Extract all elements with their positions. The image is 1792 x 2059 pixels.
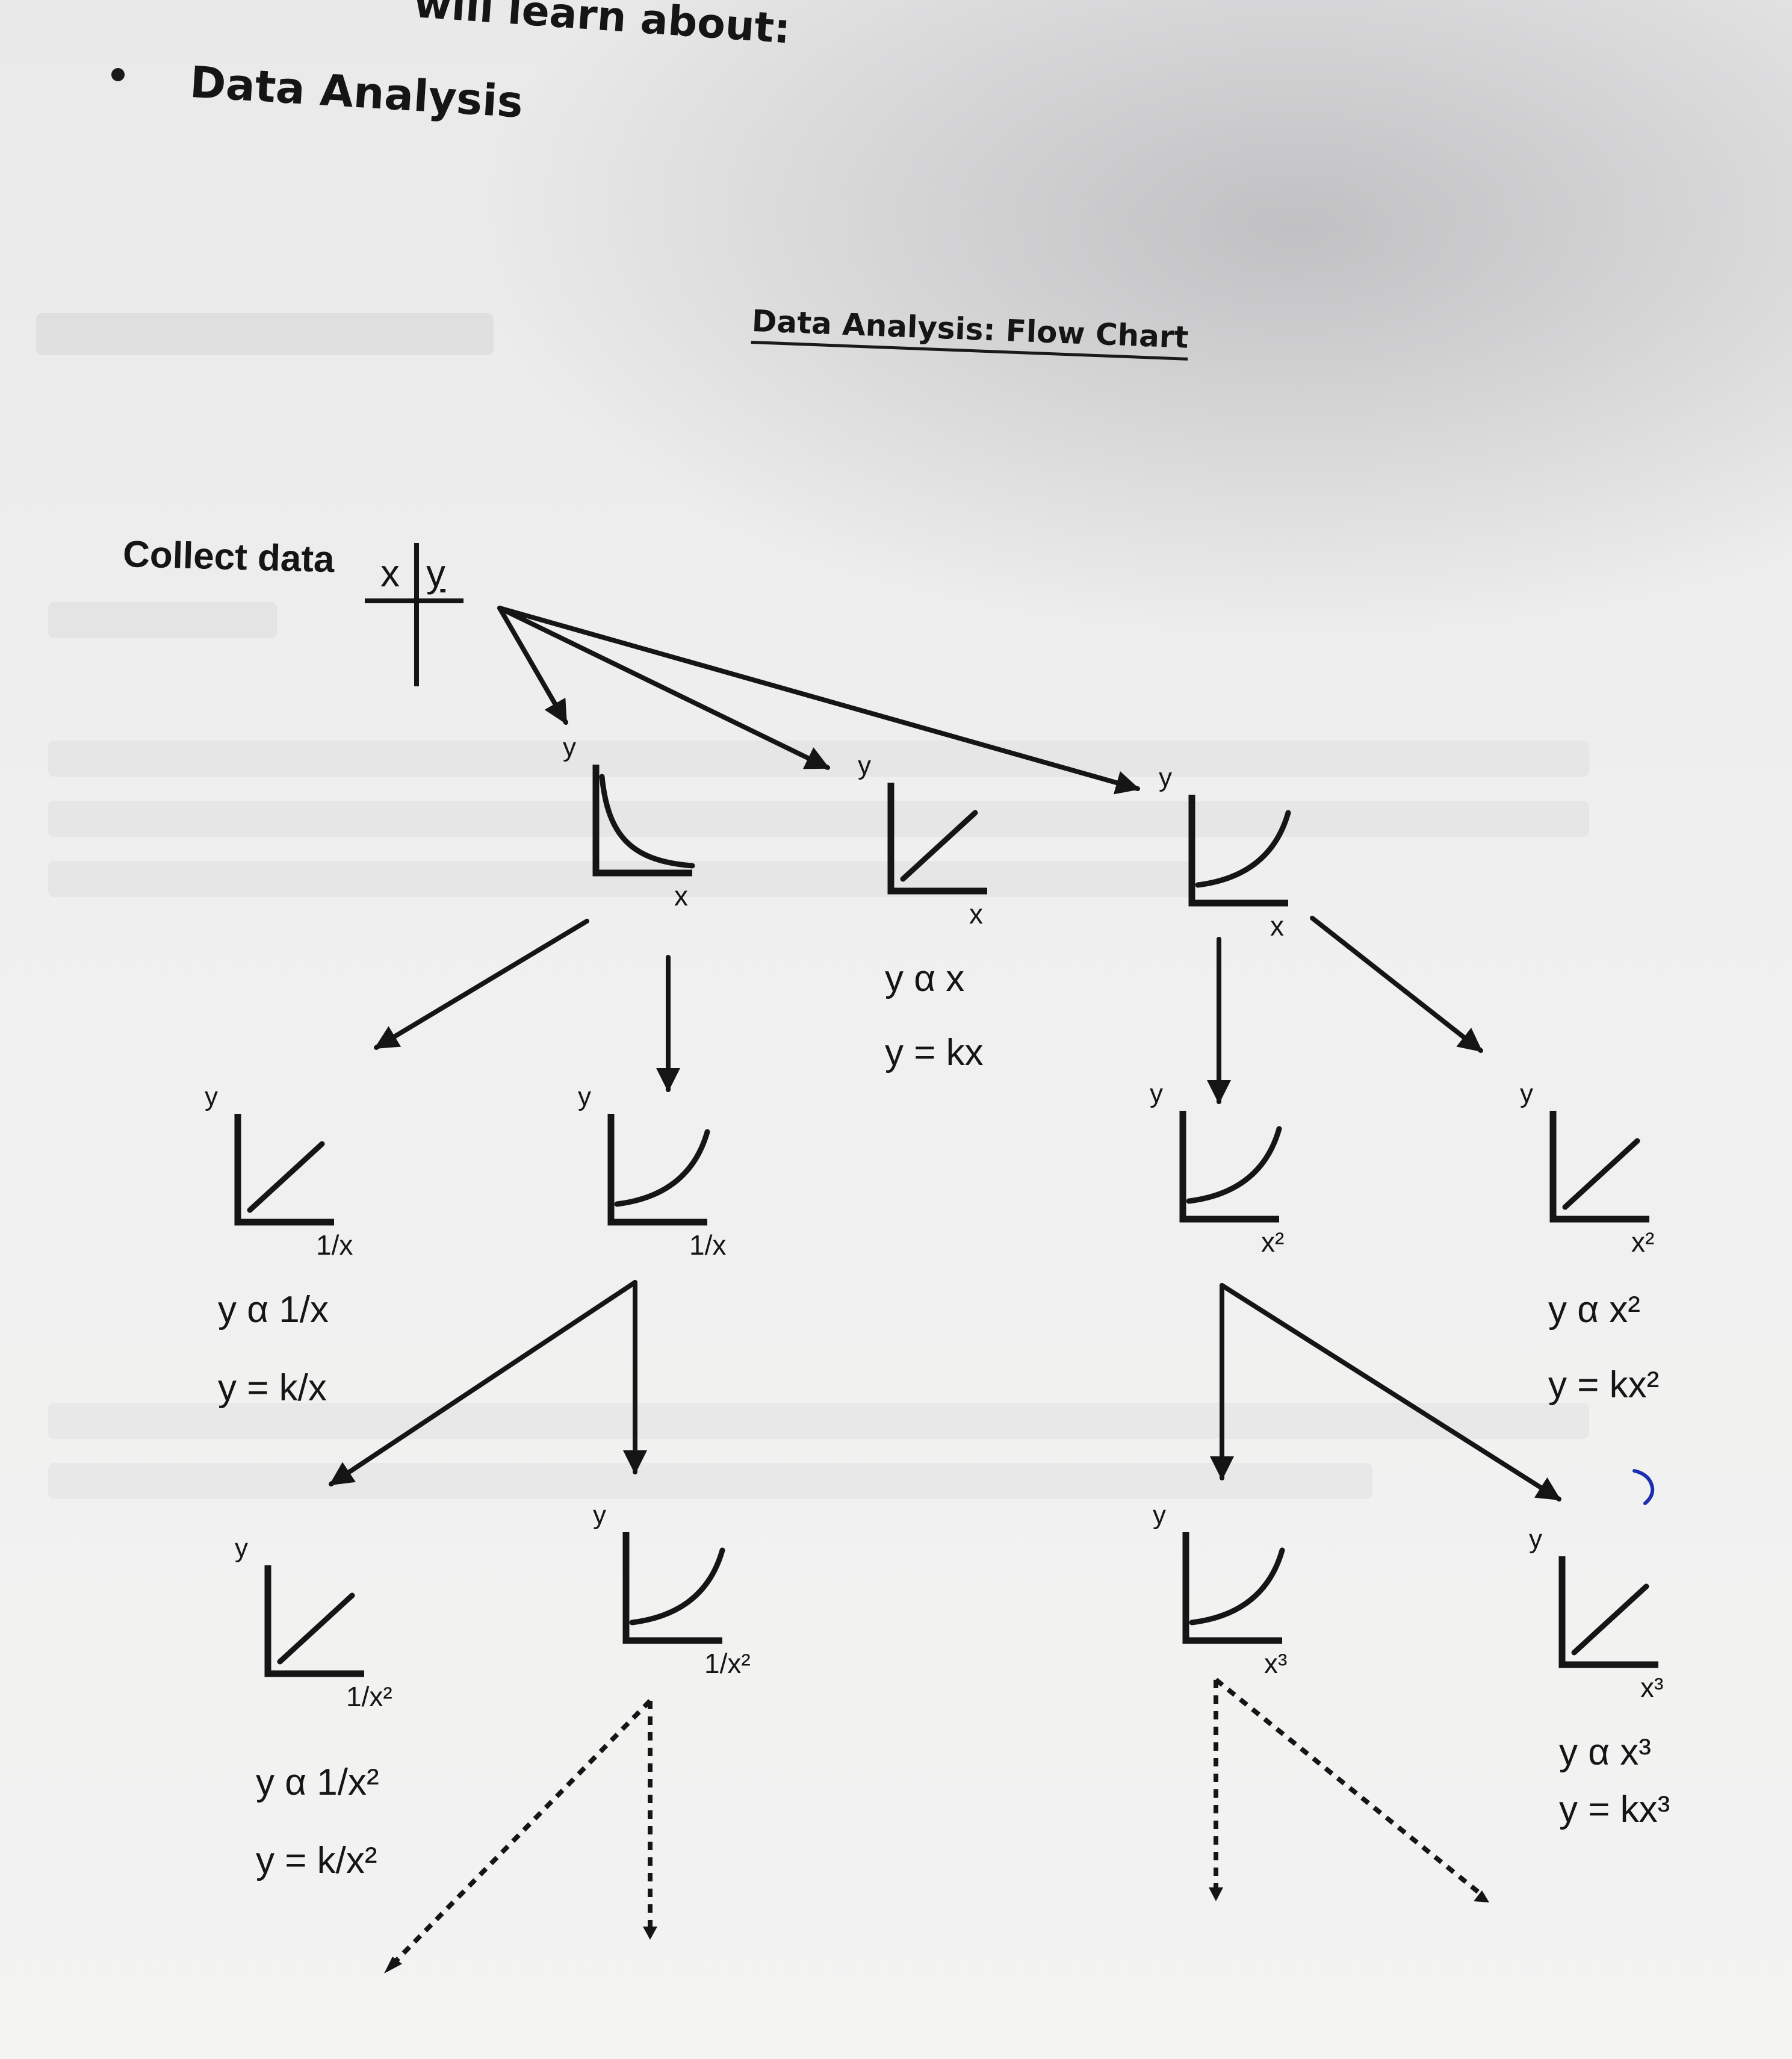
graph-y-label: y (205, 1082, 218, 1111)
result-proportion-linear-x-squared: y α x² (1548, 1289, 1640, 1331)
graph-curve (900, 810, 978, 882)
graph-x-label: x³ (1264, 1648, 1288, 1679)
graph-plot (264, 1565, 364, 1677)
graph-y-label: y (858, 751, 871, 780)
result-equation-linear-x-cubed: y = kx³ (1559, 1789, 1670, 1830)
graph-y-label: y (1159, 763, 1172, 792)
graph-y-label: y (1150, 1079, 1163, 1108)
graph-axes (1182, 1532, 1282, 1644)
arrow-power-to-linear-x-squared (1310, 916, 1483, 1053)
graph-x-label: 1/x (689, 1229, 727, 1261)
graph-plot (607, 1114, 710, 1226)
graph-power-1-over-x: y 1/x (578, 1084, 726, 1259)
graph-plot (622, 1532, 725, 1644)
graph-curve (1189, 1547, 1285, 1626)
graph-plot (887, 783, 987, 895)
graph-x-label: x (969, 898, 983, 930)
graph-plot (1549, 1111, 1649, 1223)
result-equation-linear-x-squared: y = kx² (1548, 1364, 1660, 1406)
result-proportion-linear-1-over-x-squared: y α 1/x² (256, 1762, 379, 1803)
graph-y-label: y (593, 1500, 606, 1530)
graph-linear-1-over-x: y 1/x (205, 1084, 353, 1259)
graph-y-label: y (235, 1533, 248, 1563)
table-y-header: y (426, 551, 445, 595)
graph-curve (614, 1129, 710, 1207)
graph-x-label: x³ (1640, 1672, 1664, 1703)
graph-linear-1-over-x-squared: y 1/x² (235, 1535, 392, 1711)
dashed-arrow-x-cubed-right (1214, 1677, 1486, 1899)
graph-x-label: 1/x² (704, 1648, 751, 1679)
dashed-arrow-1-over-x-squared-left (389, 1699, 652, 1967)
graph-plot (592, 765, 695, 877)
graph-axes (234, 1114, 334, 1226)
graph-x-label: x² (1631, 1226, 1655, 1258)
graph-curve (247, 1141, 325, 1213)
graph-curve (1186, 1126, 1282, 1204)
arrow-start-to-inverse-x (497, 606, 568, 725)
result-proportion-linear-x-cubed: y α x³ (1559, 1731, 1651, 1773)
bleed-through-mark (48, 861, 1192, 897)
arrow-inverse-to-linear-1-over-x (374, 919, 589, 1050)
bullet-dot (111, 68, 125, 81)
graph-curve (629, 1547, 725, 1626)
bleed-through-mark (48, 1403, 1589, 1439)
graph-plot (1182, 1532, 1285, 1644)
result-equation-linear-x: y = kx (885, 1032, 984, 1073)
pen-mark (1632, 1469, 1655, 1505)
result-proportion-linear-x: y α x (885, 958, 965, 999)
graph-x-label: 1/x (316, 1229, 353, 1261)
graph-power-x-squared: y x² (1150, 1081, 1291, 1256)
bleed-through-mark (48, 801, 1589, 837)
arrow-to-linear-1-over-x-squared (329, 1280, 637, 1486)
graph-plot (234, 1114, 334, 1226)
graph-linear-x-cubed: y x³ (1529, 1526, 1670, 1702)
graph-plot (1188, 795, 1291, 907)
graph-y-label: y (1153, 1500, 1166, 1530)
graph-power-1-over-x-squared: y 1/x² (593, 1502, 751, 1678)
graph-y-label: y (1520, 1079, 1533, 1108)
bleed-through-mark (36, 313, 494, 355)
arrow-start-to-power-x (497, 606, 1140, 795)
graph-plot (1179, 1111, 1282, 1223)
bleed-through-mark (48, 1463, 1372, 1499)
graph-axes (1558, 1556, 1658, 1668)
graph-power-x-cubed: y x³ (1153, 1502, 1294, 1678)
graph-axes (592, 765, 692, 877)
table-x-header: x (380, 551, 400, 595)
graph-axes (264, 1565, 364, 1677)
result-equation-linear-1-over-x: y = k/x (218, 1367, 327, 1409)
graph-x-label: 1/x² (346, 1681, 392, 1712)
graph-curve (1571, 1583, 1649, 1656)
bleed-through-mark (48, 602, 277, 638)
graph-y-label: y (1529, 1524, 1542, 1554)
graph-curve (599, 774, 695, 869)
graph-y-label: y (563, 733, 576, 762)
graph-curve (277, 1592, 355, 1665)
graph-y-label: y (578, 1082, 591, 1111)
arrow-to-linear-x-cubed (1220, 1283, 1561, 1502)
graph-curve (1195, 810, 1291, 888)
graph-axes (1179, 1111, 1279, 1223)
graph-x-label: x² (1261, 1226, 1285, 1258)
graph-linear-x-squared: y x² (1520, 1081, 1661, 1256)
arrow-start-to-linear-x (497, 606, 830, 770)
graph-x-label: x (674, 880, 688, 911)
graph-axes (1549, 1111, 1649, 1223)
result-equation-linear-1-over-x-squared: y = k/x² (256, 1840, 377, 1881)
graph-axes (607, 1114, 707, 1226)
result-proportion-linear-1-over-x: y α 1/x (218, 1289, 329, 1331)
graph-plot (1558, 1556, 1658, 1668)
graph-axes (887, 783, 987, 895)
graph-x-label: x (1270, 910, 1284, 942)
graph-axes (622, 1532, 722, 1644)
graph-curve (1562, 1138, 1640, 1210)
graph-axes (1188, 795, 1288, 907)
